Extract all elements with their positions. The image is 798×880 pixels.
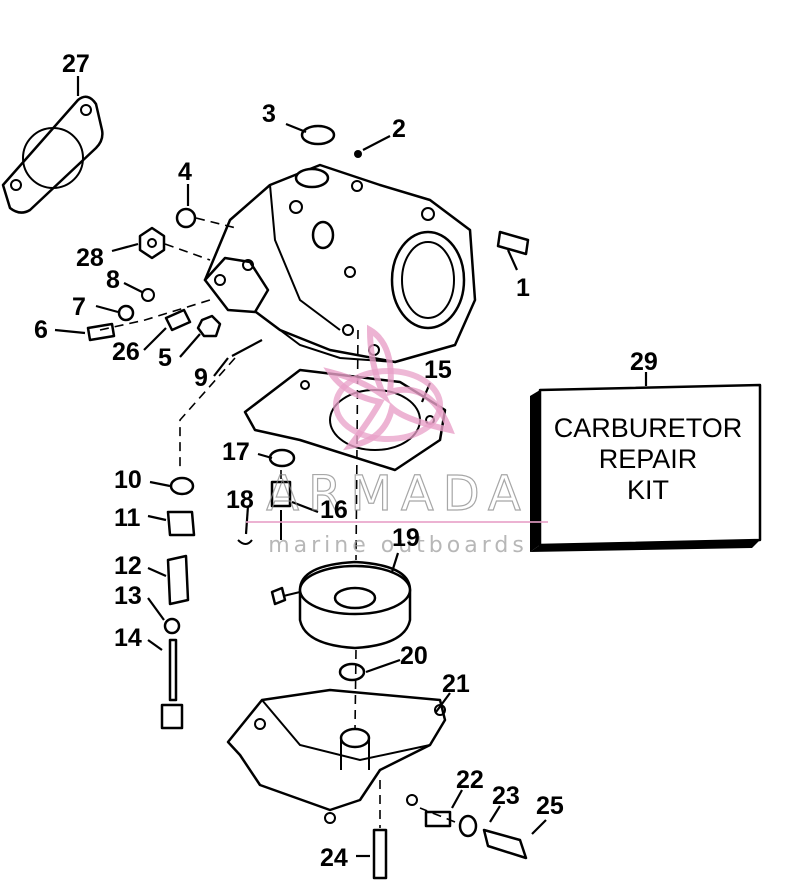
callout-6: 6 bbox=[34, 316, 48, 344]
part-4-plug bbox=[175, 207, 197, 229]
part-7-washer bbox=[117, 304, 135, 322]
part-3-cap bbox=[300, 124, 336, 146]
part-9-pin bbox=[231, 339, 263, 357]
part-24-stud bbox=[372, 828, 388, 880]
part-28-nut bbox=[138, 226, 166, 260]
callout-4: 4 bbox=[178, 158, 192, 186]
callout-20: 20 bbox=[400, 642, 428, 670]
callout-7: 7 bbox=[72, 293, 86, 321]
part-29-repair-kit-box: CARBURETOR REPAIR KIT bbox=[530, 383, 762, 552]
part-14-needle bbox=[168, 638, 178, 702]
part-6-screw bbox=[86, 322, 116, 342]
part-16-valve bbox=[270, 480, 292, 508]
part-1-screw bbox=[496, 230, 530, 256]
callout-21: 21 bbox=[442, 670, 470, 698]
watermark-tagline: marine outboards bbox=[268, 533, 528, 558]
callout-12: 12 bbox=[114, 552, 142, 580]
kit-label-line3: KIT bbox=[627, 475, 669, 505]
callout-14: 14 bbox=[114, 624, 142, 652]
callout-27: 27 bbox=[62, 50, 90, 78]
part-26-lever bbox=[164, 308, 192, 332]
part-8-clip bbox=[141, 288, 155, 302]
part-21-float-bowl bbox=[226, 688, 447, 824]
part-12-spring bbox=[166, 554, 190, 606]
watermark-brand: ARMADA bbox=[266, 466, 529, 522]
part-22-screw bbox=[424, 810, 452, 828]
callout-15: 15 bbox=[424, 356, 452, 384]
callout-2: 2 bbox=[392, 115, 406, 143]
callout-16: 16 bbox=[320, 496, 348, 524]
assembly-lines bbox=[99, 217, 456, 828]
watermark-logo-propeller bbox=[323, 324, 455, 451]
part-2-plug bbox=[354, 150, 362, 158]
part-23-washer bbox=[458, 814, 478, 838]
callout-28: 28 bbox=[76, 244, 104, 272]
callout-8: 8 bbox=[106, 266, 120, 294]
callout-3: 3 bbox=[262, 100, 276, 128]
watermark: ARMADA marine outboards bbox=[246, 324, 548, 558]
callout-17: 17 bbox=[222, 438, 250, 466]
callout-26: 26 bbox=[112, 338, 140, 366]
part-17-washer bbox=[268, 448, 296, 468]
part-20-gasket bbox=[338, 662, 366, 682]
part-27-intake-gasket bbox=[1, 95, 104, 214]
callout-11: 11 bbox=[114, 504, 141, 532]
carburetor-body bbox=[203, 163, 477, 364]
part-13-oring bbox=[163, 617, 181, 635]
callout-9: 9 bbox=[194, 364, 208, 392]
part-25-fitting bbox=[482, 828, 528, 860]
callout-22: 22 bbox=[456, 766, 484, 794]
part-11-seat bbox=[166, 510, 196, 537]
callout-29: 29 bbox=[630, 348, 658, 376]
part-10-washer bbox=[169, 476, 195, 496]
callout-labels: 1 2 3 4 5 6 7 8 9 10 11 12 13 14 15 16 1… bbox=[34, 50, 658, 872]
callout-25: 25 bbox=[536, 792, 564, 820]
kit-label-line1: CARBURETOR bbox=[554, 413, 743, 443]
callout-1: 1 bbox=[516, 274, 530, 302]
part-5-nut bbox=[196, 314, 222, 338]
part-18-clip bbox=[237, 539, 253, 545]
callout-24: 24 bbox=[320, 844, 348, 872]
small-parts bbox=[86, 124, 530, 880]
leader-lines bbox=[54, 76, 648, 858]
callout-19: 19 bbox=[392, 524, 420, 552]
callout-23: 23 bbox=[492, 782, 520, 810]
callout-5: 5 bbox=[158, 344, 172, 372]
callout-10: 10 bbox=[114, 466, 142, 494]
callout-18: 18 bbox=[226, 486, 254, 514]
callout-13: 13 bbox=[114, 582, 142, 610]
kit-label-line2: REPAIR bbox=[599, 444, 698, 474]
part-19-float bbox=[270, 560, 412, 650]
